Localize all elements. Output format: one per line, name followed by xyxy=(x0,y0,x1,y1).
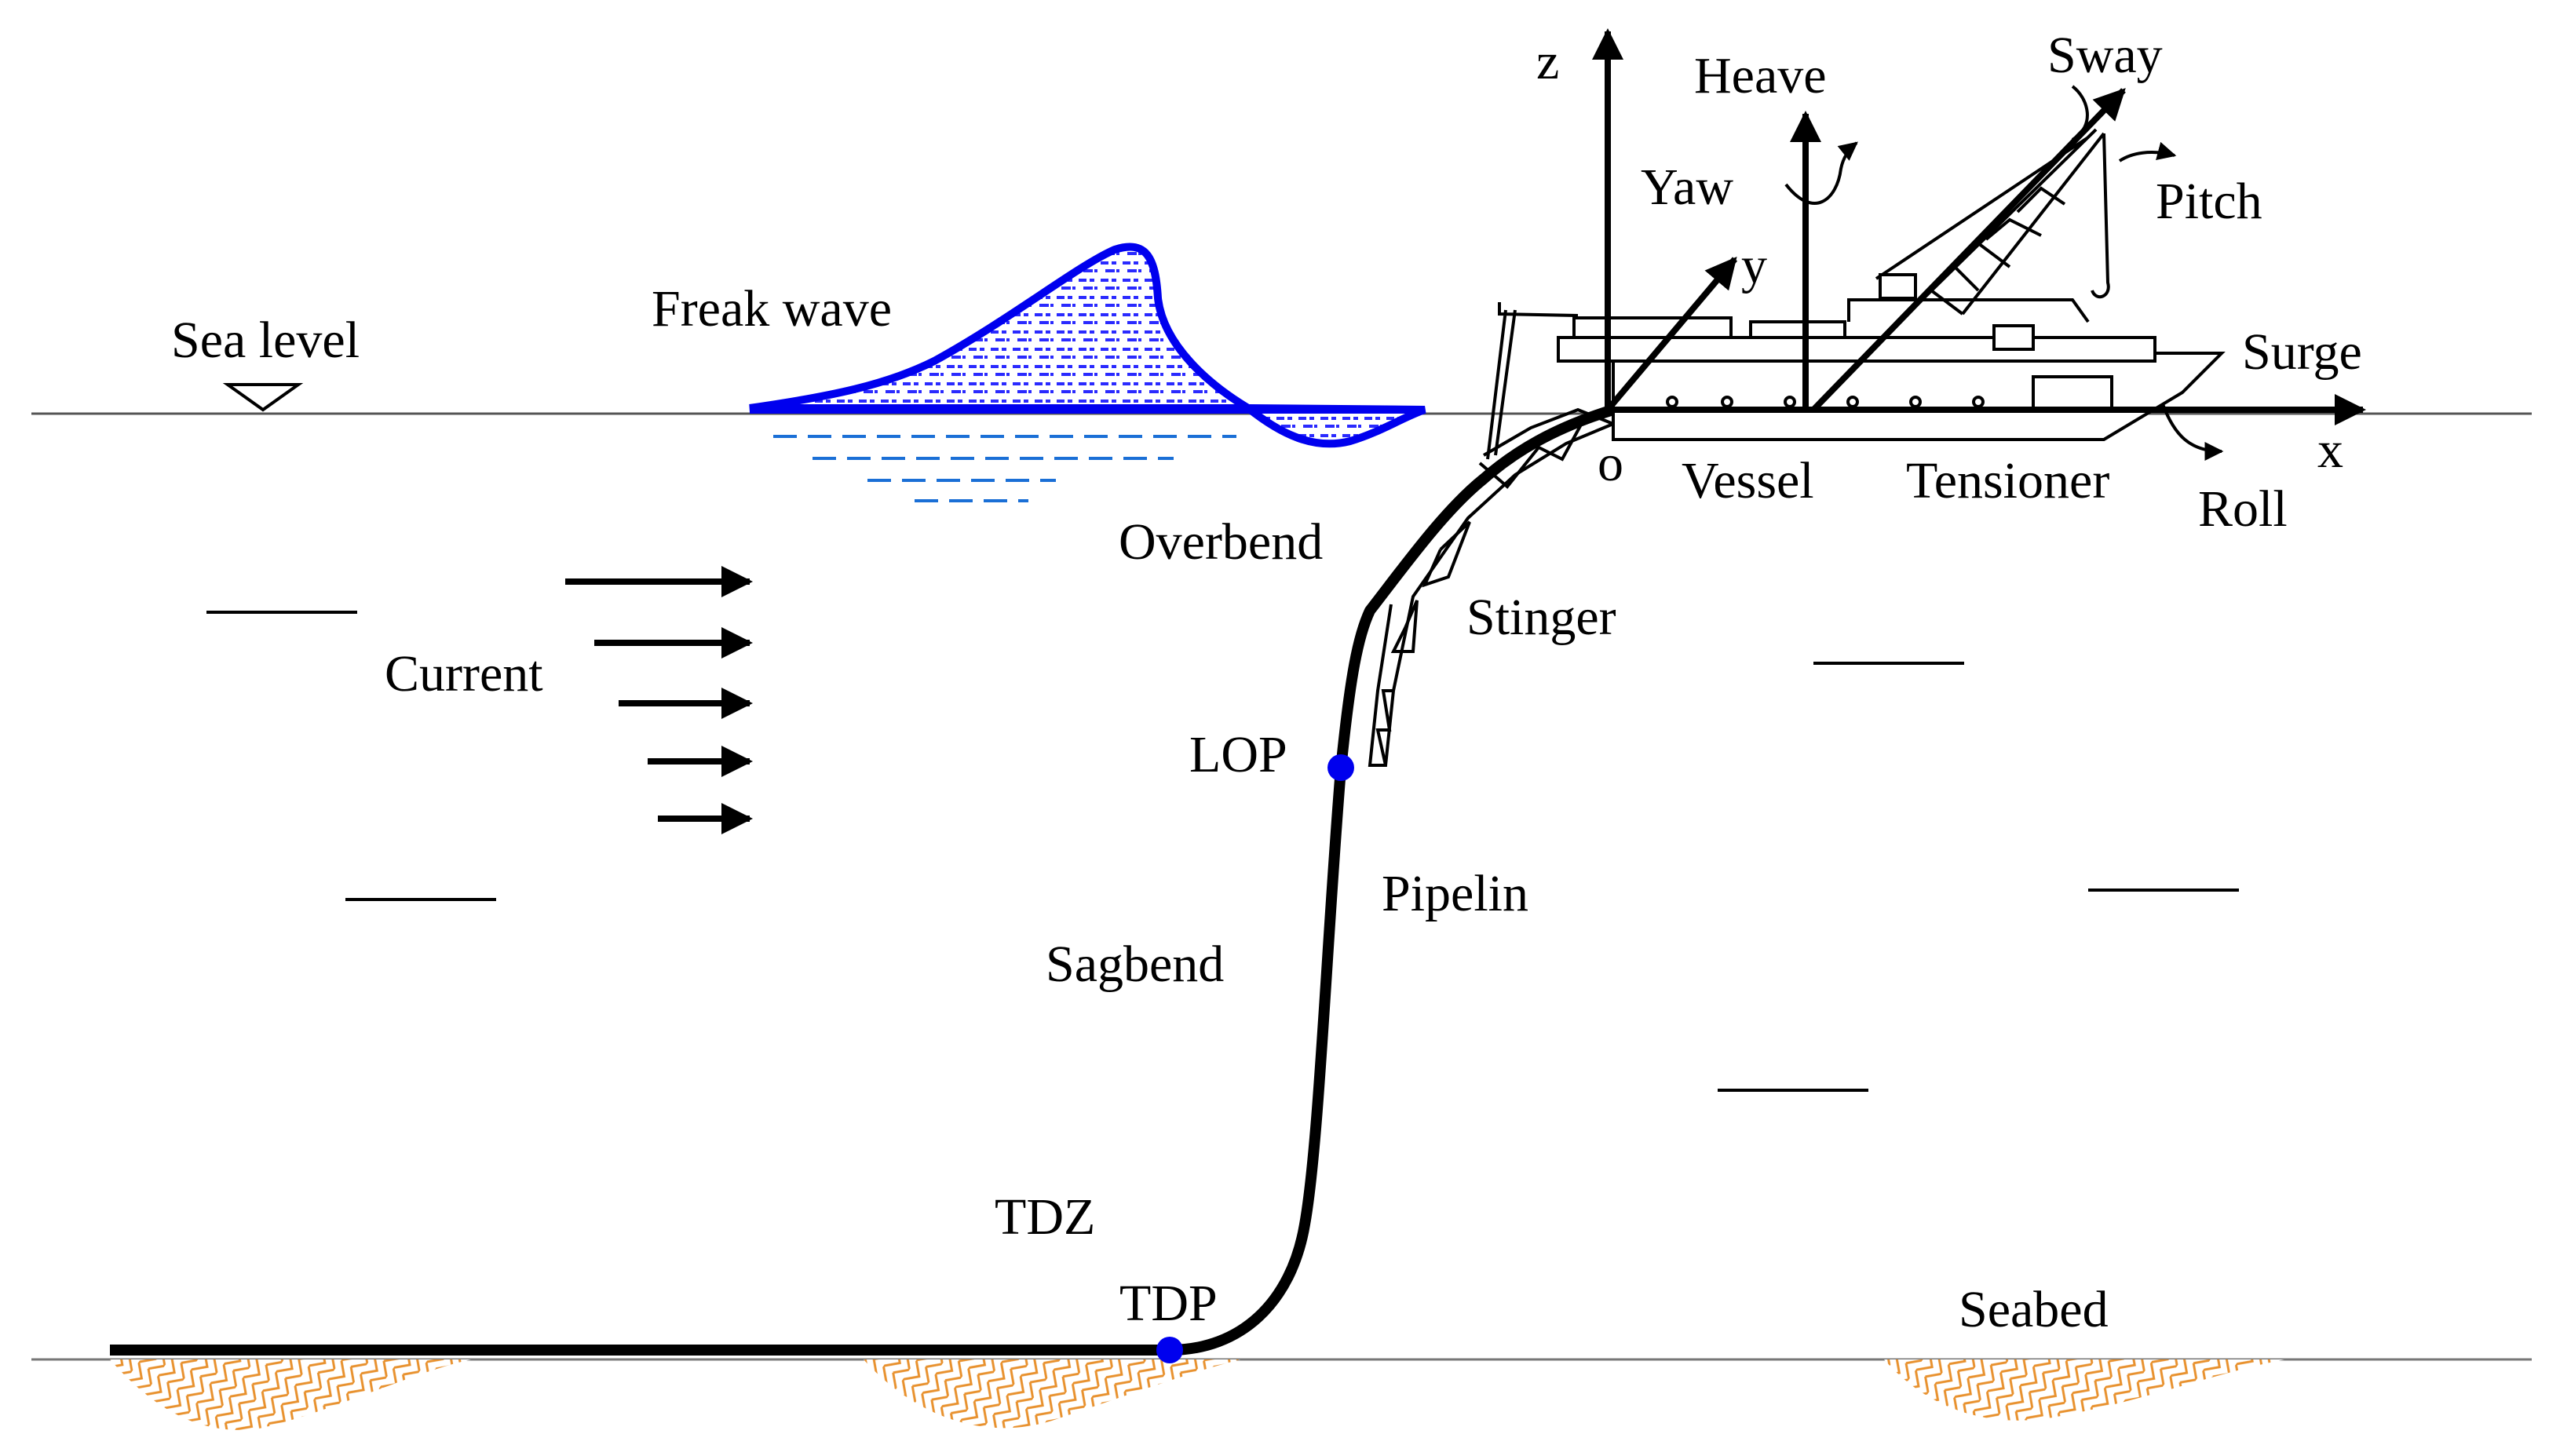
overbend-label: Overbend xyxy=(1119,513,1323,571)
axis-y-label: y xyxy=(1741,237,1767,294)
current-label: Current xyxy=(385,645,543,702)
axis-z-label: z xyxy=(1536,33,1559,90)
tdz-label: TDZ xyxy=(995,1188,1095,1246)
yaw-label: Yaw xyxy=(1641,159,1733,216)
origin-label: o xyxy=(1598,435,1623,492)
water-dashes xyxy=(773,435,1236,502)
coordinate-axes xyxy=(1592,28,2366,425)
sea-level-label: Sea level xyxy=(171,312,360,369)
water-marks xyxy=(206,611,2239,1092)
inverted-triangle-icon xyxy=(222,383,304,412)
heave-label: Heave xyxy=(1694,47,1827,104)
tensioner-label: Tensioner xyxy=(1906,452,2109,509)
surge-label: Surge xyxy=(2242,323,2362,381)
axis-x-label: x xyxy=(2317,421,2343,479)
pitch-label: Pitch xyxy=(2156,173,2262,230)
lop-label: LOP xyxy=(1189,726,1287,783)
stinger xyxy=(1368,407,1618,767)
rotation-arrows xyxy=(1784,85,2224,461)
freak-wave-label: Freak wave xyxy=(652,280,892,338)
freak-wave xyxy=(749,243,1263,412)
seabed-label: Seabed xyxy=(1959,1281,2109,1338)
roll-label: Roll xyxy=(2198,480,2288,538)
vessel xyxy=(1486,128,2226,460)
lop-point xyxy=(1327,754,1354,781)
sway-label: Sway xyxy=(2047,27,2163,84)
pipeline-label: Pipelin xyxy=(1382,865,1528,922)
sagbend-label: Sagbend xyxy=(1046,936,1224,993)
tdp-label: TDP xyxy=(1119,1275,1218,1332)
stinger-label: Stinger xyxy=(1466,589,1616,646)
vessel-label: Vessel xyxy=(1682,452,1814,509)
pipeline xyxy=(110,391,2050,1356)
right-arrow-icon xyxy=(565,566,753,834)
tdp-point xyxy=(1156,1337,1183,1363)
seabed-mounds xyxy=(110,1359,2284,1430)
freak-wave-trough xyxy=(1236,403,1426,448)
